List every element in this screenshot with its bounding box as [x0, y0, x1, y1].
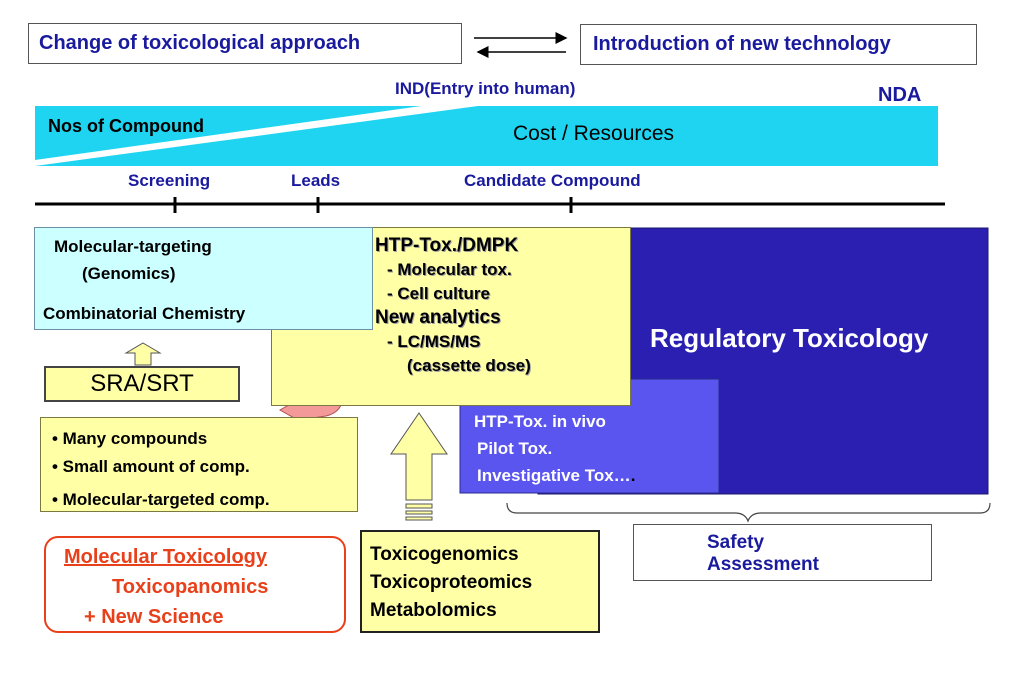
- vivo-line-3: Investigative Tox….: [474, 462, 635, 489]
- sra-srt-box: SRA/SRT: [44, 366, 240, 402]
- nda-label: NDA: [878, 84, 922, 106]
- approach-change-label: Change of toxicological approach: [39, 32, 361, 54]
- htp-line-1: HTP-Tox./DMPK: [375, 235, 519, 256]
- arrow-stripe-1: [405, 503, 433, 509]
- htp-line-6: (cassette dose): [407, 356, 531, 375]
- safety-line-2: Assessment: [707, 554, 819, 575]
- compound-item-1: • Many compounds: [52, 429, 208, 448]
- up-arrow-large: [390, 412, 448, 501]
- omics-line-3: Metabolomics: [370, 600, 497, 621]
- safety-line-1: Safety: [707, 532, 765, 553]
- safety-brace: [506, 502, 991, 523]
- safety-assessment-box: Safety Assessment: [633, 524, 932, 581]
- arrow-stripe-3: [405, 516, 433, 521]
- vivo-line-3-dot: .: [630, 466, 636, 485]
- htp-line-2: - Molecular tox.: [387, 260, 512, 279]
- approach-change-box: Change of toxicological approach: [28, 23, 462, 64]
- vivo-line-3-text: Investigative Tox…: [477, 466, 631, 485]
- up-arrow-small: [124, 342, 162, 366]
- candidate-label: Candidate Compound: [464, 171, 641, 190]
- omics-line-2: Toxicoproteomics: [370, 572, 533, 593]
- toxicopanomics-label: Toxicopanomics: [112, 576, 269, 598]
- molecular-toxicology-title: Molecular Toxicology: [64, 546, 267, 568]
- vivo-line-2: Pilot Tox.: [477, 439, 553, 458]
- htp-vivo-text: HTP-Tox. in vivo Pilot Tox. Investigativ…: [474, 408, 635, 489]
- molecular-line-1: Molecular-targeting: [54, 237, 212, 256]
- molecular-toxicology-box: Molecular Toxicology Toxicopanomics + Ne…: [44, 536, 346, 633]
- sra-srt-label: SRA/SRT: [90, 370, 194, 397]
- htp-line-3: - Cell culture: [387, 284, 490, 303]
- new-science-label: + New Science: [84, 606, 224, 628]
- compounds-box: • Many compounds • Small amount of comp.…: [40, 417, 358, 512]
- molecular-line-3: Combinatorial Chemistry: [43, 304, 246, 323]
- new-technology-box: Introduction of new technology: [580, 24, 977, 65]
- compound-item-2: • Small amount of comp.: [52, 457, 250, 476]
- ind-label: IND(Entry into human): [395, 79, 576, 98]
- compound-item-3: • Molecular-targeted comp.: [52, 490, 270, 509]
- htp-line-5: - LC/MS/MS: [387, 332, 481, 351]
- arrow-stripe-2: [405, 510, 433, 515]
- omics-box: Toxicogenomics Toxicoproteomics Metabolo…: [360, 530, 600, 633]
- omics-line-1: Toxicogenomics: [370, 544, 519, 565]
- vivo-line-1: HTP-Tox. in vivo: [474, 412, 606, 431]
- cost-band: [35, 106, 938, 166]
- new-technology-label: Introduction of new technology: [593, 33, 891, 55]
- nos-compound-label: Nos of Compound: [48, 116, 204, 136]
- screening-label: Screening: [128, 171, 211, 190]
- leads-label: Leads: [291, 171, 341, 190]
- molecular-targeting-box: Molecular-targeting (Genomics) Combinato…: [34, 227, 373, 330]
- regulatory-label: Regulatory Toxicology: [650, 323, 929, 353]
- htp-line-4: New analytics: [375, 307, 501, 328]
- cost-resources-label: Cost / Resources: [513, 122, 675, 145]
- molecular-line-2: (Genomics): [82, 264, 176, 283]
- compound-wedge: [35, 95, 500, 166]
